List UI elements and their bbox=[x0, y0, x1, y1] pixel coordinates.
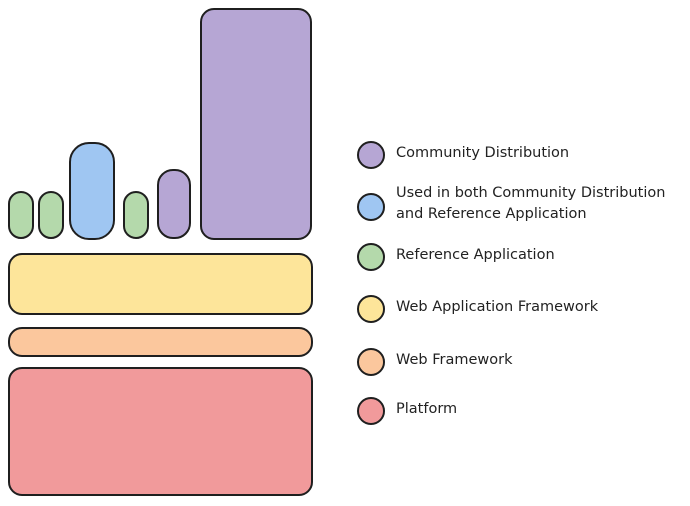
legend-item-community: Community Distribution bbox=[357, 141, 569, 169]
legend-label: Community Distribution bbox=[396, 145, 570, 161]
swatch-platform bbox=[357, 397, 385, 425]
legend-label: Web Application Framework bbox=[396, 299, 599, 315]
legend-item-platform: Platform bbox=[357, 397, 457, 425]
legend-item-webfw: Web Framework bbox=[357, 348, 513, 376]
legend-label: Reference Application bbox=[396, 247, 555, 263]
web-framework-layer bbox=[8, 327, 313, 357]
legend-label: Platform bbox=[396, 401, 458, 417]
reference-app-block-1 bbox=[8, 191, 34, 239]
legend-label: Used in both Community Distribution and … bbox=[396, 185, 666, 222]
legend-item-reference: Reference Application bbox=[357, 243, 555, 271]
web-application-framework-layer bbox=[8, 253, 313, 315]
swatch-webapp bbox=[357, 295, 385, 323]
legend-item-webapp: Web Application Framework bbox=[357, 295, 598, 323]
legend-item-both: Used in both Community Distribution and … bbox=[357, 181, 665, 225]
swatch-community bbox=[357, 141, 385, 169]
swatch-reference bbox=[357, 243, 385, 271]
platform-layer bbox=[8, 367, 313, 496]
swatch-webfw bbox=[357, 348, 385, 376]
swatch-both bbox=[357, 193, 385, 221]
shared-module-block bbox=[69, 142, 115, 240]
community-block-large bbox=[200, 8, 312, 240]
reference-app-block-3 bbox=[123, 191, 149, 239]
legend-label: Web Framework bbox=[396, 352, 513, 368]
reference-app-block-2 bbox=[38, 191, 64, 239]
community-block-small bbox=[157, 169, 191, 239]
